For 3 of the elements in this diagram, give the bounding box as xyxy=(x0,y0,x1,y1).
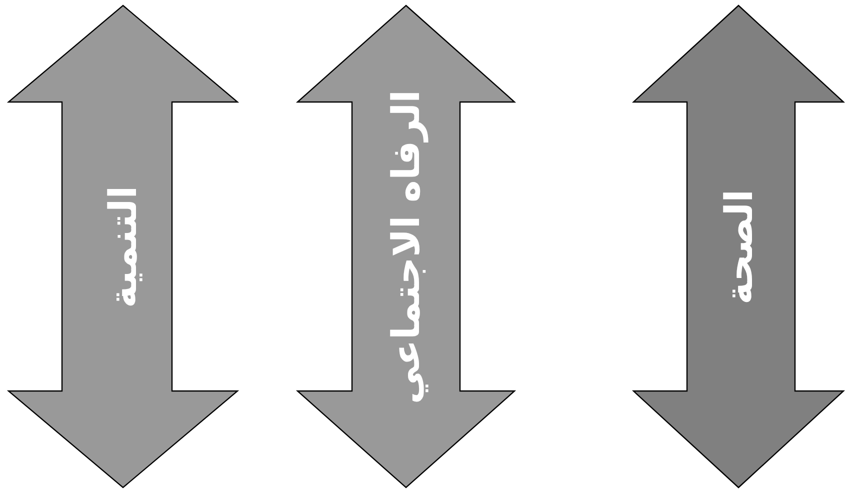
arrow-label: الصحة xyxy=(716,188,760,304)
arrow-label: الرفاه الاجتماعي xyxy=(384,89,428,404)
arrow-label: التنمية xyxy=(101,185,145,308)
